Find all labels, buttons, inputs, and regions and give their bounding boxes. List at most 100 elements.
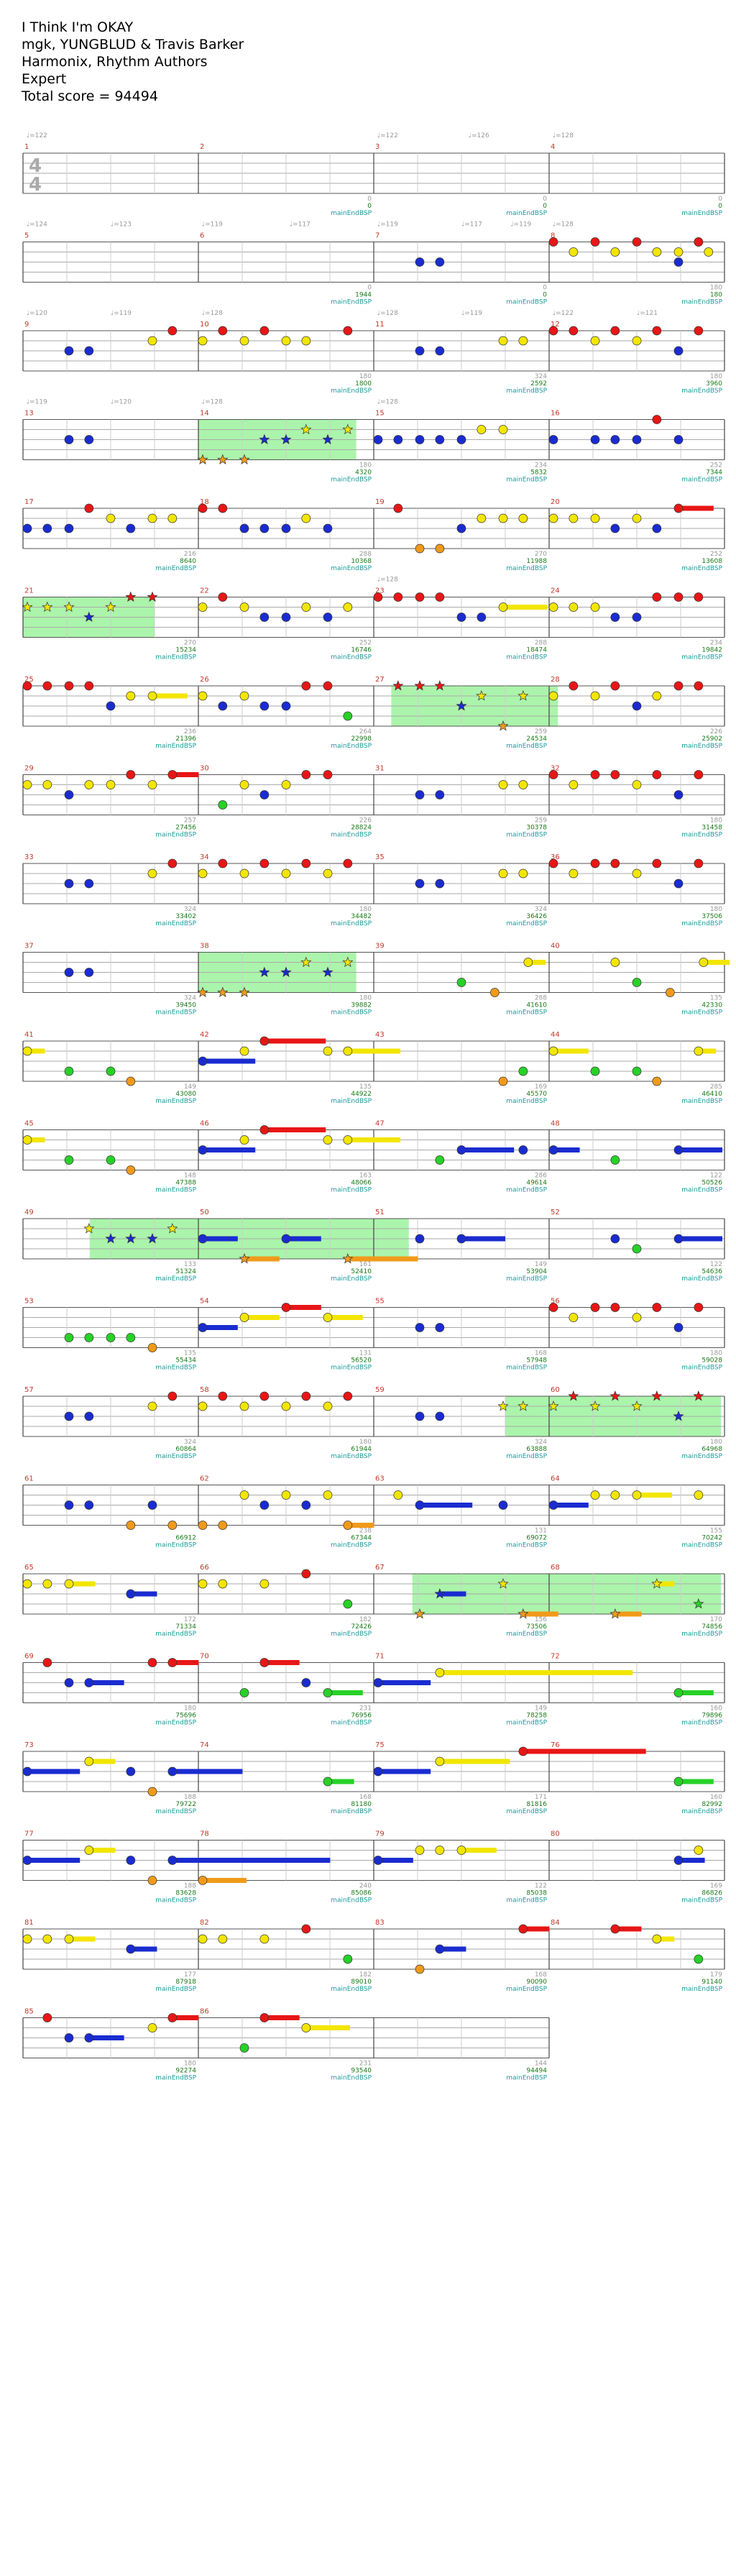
measure-tag: mainEndBSP: [506, 1009, 547, 1017]
note-gem: [498, 513, 508, 523]
measure-tag: mainEndBSP: [681, 299, 722, 306]
measure-score: 180: [710, 292, 722, 299]
note-gem: [415, 1323, 425, 1332]
note-gem: [569, 780, 579, 789]
note-gem: [435, 879, 445, 889]
note-gem: [415, 544, 425, 554]
note-gem: [548, 1500, 558, 1510]
measure-tag: mainEndBSP: [681, 1986, 722, 1993]
note-gem: [259, 1391, 270, 1401]
note-gem: [590, 513, 600, 523]
measure-score: 94494: [526, 2068, 547, 2075]
measure-tag: mainEndBSP: [506, 565, 547, 572]
combo-count: 324: [184, 906, 196, 913]
sustain-bar: [439, 1946, 466, 1952]
note-gem: [218, 1521, 228, 1530]
star-note: [610, 1390, 621, 1401]
note-gem: [84, 435, 94, 444]
note-gem: [548, 858, 558, 868]
measure-score: 11988: [526, 558, 547, 565]
measure-tag: mainEndBSP: [506, 299, 547, 306]
measure-number: 58: [200, 1386, 209, 1394]
note-gem: [126, 1165, 136, 1175]
measure-score: 30378: [526, 825, 547, 832]
measure-score: 24534: [526, 735, 547, 743]
measure-number: 39: [375, 943, 385, 950]
note-gem: [456, 435, 466, 444]
measure-score: 0: [718, 203, 722, 210]
measure-number: 24: [551, 587, 560, 595]
measure-score: 51324: [175, 1268, 196, 1275]
measure-tag: mainEndBSP: [331, 1897, 372, 1905]
note-gem: [435, 544, 445, 554]
measure-tag: mainEndBSP: [506, 1098, 547, 1105]
measure-number: 85: [24, 2008, 34, 2016]
combo-count: 156: [535, 1616, 547, 1623]
note-gem: [673, 346, 684, 356]
note-gem: [167, 1766, 178, 1777]
measure-score: 59028: [702, 1357, 722, 1365]
note-gem: [106, 1333, 116, 1342]
tempo-marker: ♩=122: [27, 132, 47, 139]
star-note: [22, 601, 33, 612]
measure-score: 69072: [526, 1535, 547, 1542]
note-gem: [632, 780, 642, 789]
measure-score: 37506: [702, 913, 722, 920]
sustain-bar: [461, 1848, 497, 1853]
note-gem: [415, 1846, 425, 1855]
measure-number: 31: [375, 765, 385, 773]
note-gem: [590, 858, 600, 868]
note-gem: [259, 1036, 270, 1046]
note-gem: [64, 681, 74, 691]
measure-number: 66: [200, 1564, 209, 1572]
measure-number: 74: [200, 1741, 209, 1749]
measure-score: 44922: [351, 1091, 372, 1098]
combo-count: 180: [359, 906, 372, 913]
note-gem: [548, 691, 558, 701]
measure-score: 3960: [706, 380, 722, 388]
note-gem: [673, 435, 684, 444]
combo-count: 180: [710, 817, 722, 825]
note-gem: [569, 681, 579, 691]
sustain-bar: [130, 1591, 157, 1597]
note-gem: [373, 1766, 383, 1777]
note-gem: [694, 1046, 704, 1056]
combo-count: 133: [184, 1261, 196, 1268]
note-gem: [64, 435, 74, 444]
note-gem: [239, 1313, 249, 1322]
measure-tag: mainEndBSP: [506, 743, 547, 750]
note-gem: [22, 1135, 32, 1145]
star-note: [280, 434, 292, 444]
note-gem: [84, 968, 94, 977]
star-note: [125, 1233, 137, 1244]
note-gem: [343, 602, 353, 612]
measure-tag: mainEndBSP: [681, 654, 722, 661]
note-gem: [198, 503, 208, 513]
note-gem: [694, 237, 704, 247]
sustain-bar: [378, 1680, 431, 1685]
measure-number: 44: [551, 1031, 560, 1039]
sustain-bar: [523, 1926, 550, 1932]
sustain-bar: [439, 1759, 510, 1764]
sustain-bar: [172, 1769, 243, 1774]
note-gem: [259, 858, 270, 868]
note-gem: [239, 1401, 249, 1411]
note-gem: [64, 1678, 74, 1687]
tempo-marker: ♩=128: [377, 310, 398, 317]
combo-count: 324: [535, 906, 547, 913]
measure-tag: mainEndBSP: [506, 654, 547, 661]
note-gem: [259, 2013, 270, 2022]
combo-count: 163: [359, 1173, 372, 1180]
combo-count: 168: [535, 1971, 547, 1979]
measure-score: 33402: [175, 913, 196, 920]
note-gem: [569, 602, 579, 612]
tempo-marker: ♩=128: [377, 399, 398, 406]
note-gem: [239, 602, 249, 612]
measure-score: 82992: [702, 1801, 722, 1808]
note-gem: [610, 1924, 620, 1934]
note-gem: [694, 858, 704, 868]
note-gem: [518, 780, 528, 789]
measure-number: 42: [200, 1031, 209, 1039]
sustain-bar: [523, 1748, 646, 1754]
note-gem: [498, 1500, 508, 1510]
